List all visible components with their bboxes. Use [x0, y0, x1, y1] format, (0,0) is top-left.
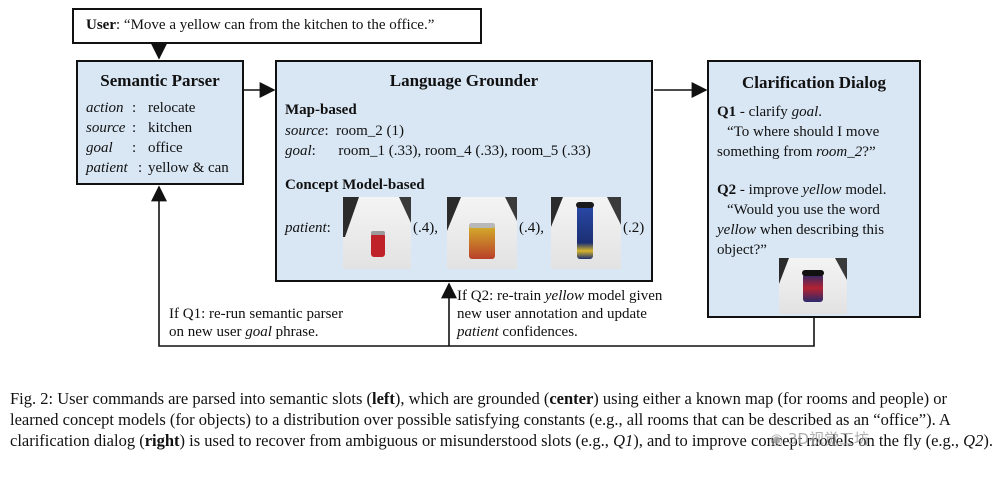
confidence-2: (.4), — [519, 220, 544, 236]
parser-title: Semantic Parser — [100, 71, 220, 90]
q2-heading: Q2 - improve yellow model. — [717, 182, 887, 198]
feedback-line — [151, 185, 815, 347]
feedback-q2-line-2: new user annotation and update — [457, 306, 647, 322]
feedback-q1-line-1: If Q1: re-run semantic parser — [169, 306, 344, 322]
q1-line-1: “To where should I move — [727, 124, 880, 140]
clarification-dialog-box: Clarification Dialog Q1 - clarify goal. … — [707, 60, 921, 318]
language-grounder-box: Language Grounder Map-based source: room… — [275, 60, 653, 282]
user-command-box: User: “Move a yellow can from the kitche… — [72, 8, 482, 44]
feedback-q2-line-1: If Q2: re-train yellow model given — [457, 288, 663, 304]
object-photo-yellow-can — [447, 197, 517, 269]
confidence-3: (.2) — [623, 220, 645, 236]
object-photo-blue-tube — [551, 197, 621, 269]
q1-line-2: something from room_2?” — [717, 144, 876, 160]
map-based-heading: Map-based — [285, 102, 357, 118]
feedback-q2-line-3: patient confidences. — [457, 324, 578, 340]
q2-line-2: yellow when describing this — [717, 222, 885, 238]
grounder-title: Language Grounder — [389, 71, 539, 90]
patient-key: patient: — [285, 220, 331, 236]
watermark: ◉ 3D视觉工坊 — [770, 430, 869, 448]
map-goal: goal: room_1 (.33), room_4 (.33), room_5… — [285, 143, 591, 159]
map-source: source: room_2 (1) — [285, 123, 405, 139]
object-photo-query — [779, 258, 847, 314]
figure-caption: Fig. 2: User commands are parsed into se… — [10, 389, 993, 450]
user-command: : “Move a yellow can from the kitchen to… — [116, 17, 435, 33]
confidence-1: (.4), — [413, 220, 438, 236]
q2-line-1: “Would you use the word — [727, 202, 880, 218]
wechat-icon: ◉ — [770, 430, 784, 448]
q1-heading: Q1 - clarify goal. — [717, 104, 822, 120]
feedback-q1-line-2: on new user goal phrase. — [169, 324, 319, 340]
q2-line-3: object?” — [717, 242, 767, 258]
object-photo-red-can — [343, 197, 411, 269]
dialog-title: Clarification Dialog — [741, 73, 886, 92]
semantic-parser-box: Semantic Parser action:relocate source:k… — [76, 60, 244, 185]
user-label: User — [86, 17, 116, 33]
concept-model-heading: Concept Model-based — [285, 177, 425, 193]
